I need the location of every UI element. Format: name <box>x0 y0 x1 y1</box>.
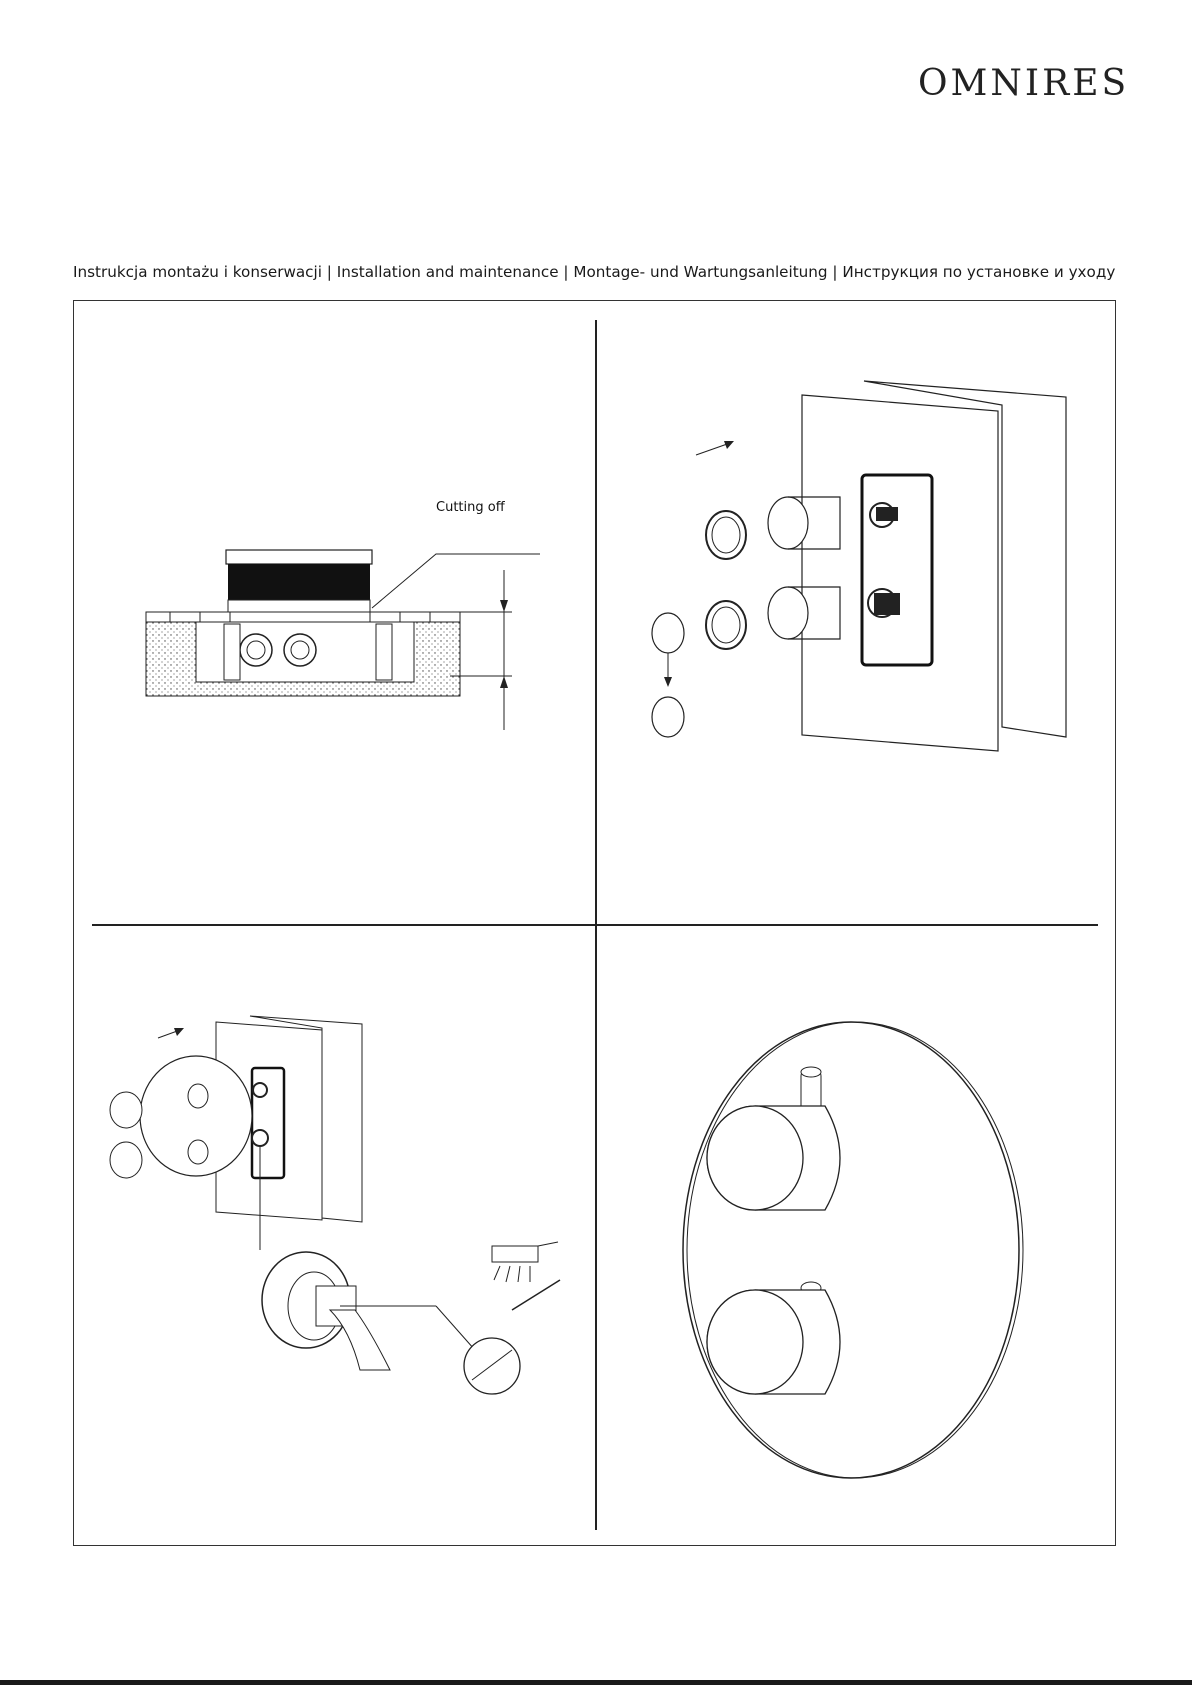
brand-logo: OMNIRES <box>918 66 1129 102</box>
page-footer-bar <box>0 1680 1192 1685</box>
page-title: Instrukcja montażu i konserwacji | Insta… <box>73 263 1115 281</box>
horizontal-divider <box>92 924 1098 926</box>
cutting-off-label: Cutting off <box>436 500 505 515</box>
step-2-sleeves-diagram <box>630 375 1080 755</box>
step-1-cutting-diagram <box>140 520 580 750</box>
step-3-assembly-diagram <box>100 1010 580 1410</box>
step-4-finished-view <box>655 1010 1055 1490</box>
